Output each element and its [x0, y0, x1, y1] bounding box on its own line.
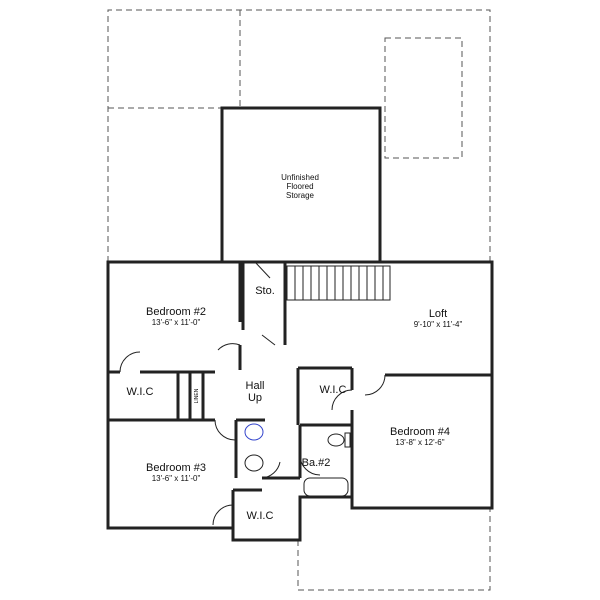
interior-walls — [108, 262, 492, 528]
wic-left-label: W.I.C — [127, 386, 154, 398]
bedroom4-label: Bedroom #4 — [390, 426, 450, 438]
toilet-icon — [327, 433, 345, 447]
exterior-walls — [106, 260, 494, 542]
bedroom2-size: 13'-6" x 11'-0" — [152, 318, 201, 327]
door-swings — [119, 261, 386, 526]
storage-label: Storage — [286, 191, 315, 200]
fixtures — [244, 423, 351, 497]
bedroom2-label: Bedroom #2 — [146, 306, 206, 318]
bedroom4-size: 13'-8" x 12'-6" — [395, 438, 444, 447]
bath2-label: Ba.#2 — [302, 457, 331, 469]
hall-up-label: Up — [248, 392, 262, 404]
wic-right-label: W.I.C — [320, 384, 347, 396]
linen-label: LINEN — [194, 388, 200, 403]
sto-label: Sto. — [255, 285, 275, 297]
storage-label: Unfinished — [281, 173, 319, 182]
bathtub-icon — [303, 477, 349, 497]
hall-label: Hall — [246, 380, 265, 392]
bedroom3-label: Bedroom #3 — [146, 462, 206, 474]
exterior-dashed-outlines — [107, 9, 491, 591]
bedroom3-size: 13'-6" x 11'-0" — [152, 474, 201, 483]
loft-size: 9'-10" x 11'-4" — [414, 320, 463, 329]
wic-bottom-label: W.I.C — [247, 510, 274, 522]
loft-label: Loft — [429, 308, 447, 320]
stairs: (function(){var g=document.currentScript… — [286, 265, 391, 301]
sink-icon — [244, 454, 264, 472]
storage-label: Floored — [286, 182, 313, 191]
sink-icon — [244, 423, 264, 441]
room-labels: Unfinished Floored Storage Sto. Bedroom … — [127, 173, 463, 522]
